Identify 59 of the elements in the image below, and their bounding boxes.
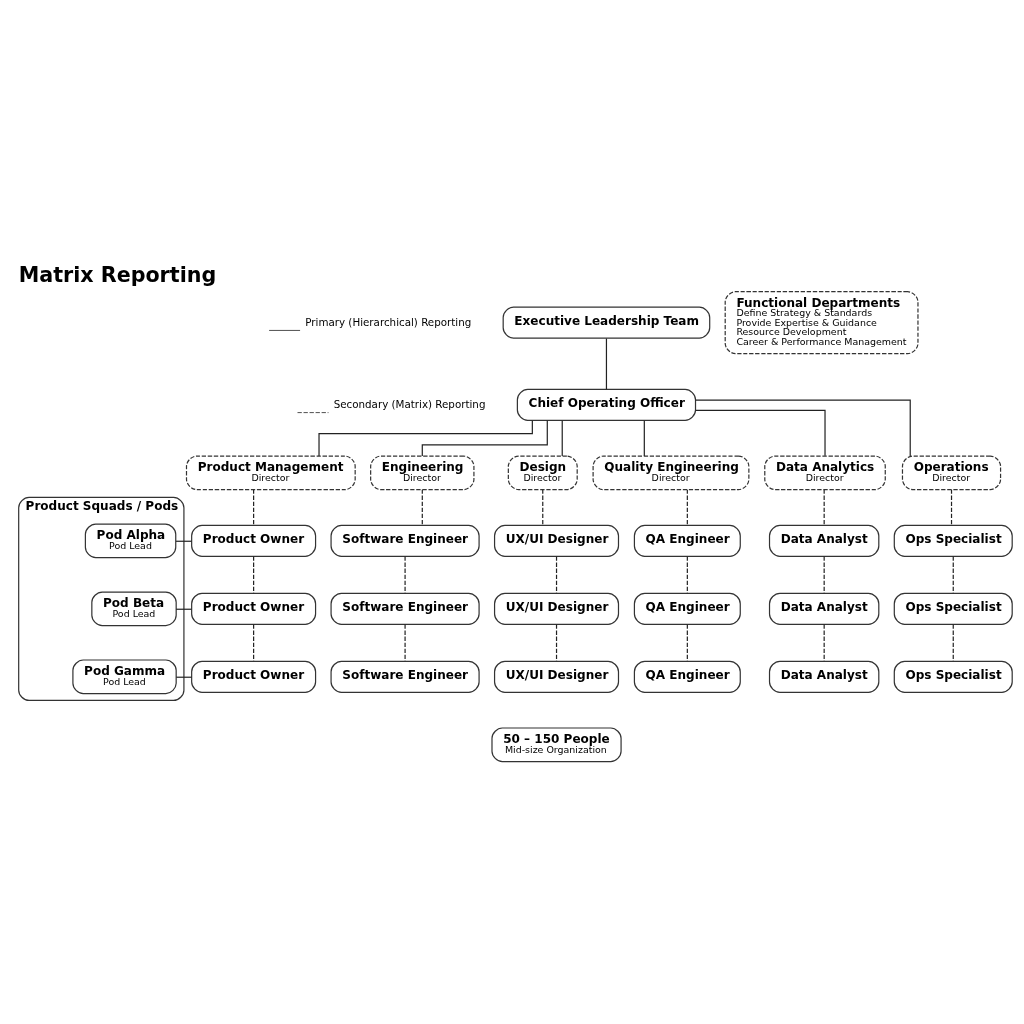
- node-box: Software Engineer: [330, 660, 480, 693]
- connector: [643, 420, 645, 457]
- connector: [694, 399, 911, 457]
- connector: [823, 624, 825, 662]
- node-box: Software Engineer: [330, 524, 480, 557]
- node-box: Pod Alpha Pod Lead: [84, 523, 177, 559]
- connector: [686, 624, 688, 662]
- diagram-title: Matrix Reporting: [18, 262, 217, 287]
- node-box: Chief Operating Officer: [516, 388, 697, 421]
- connector: [253, 489, 255, 526]
- connector: [253, 556, 255, 594]
- connector: [823, 489, 825, 526]
- node-box: UX/UI Designer: [493, 660, 620, 693]
- connector: [950, 489, 953, 526]
- node-box: Pod Gamma Pod Lead: [72, 659, 177, 695]
- legend-label: Primary (Hierarchical) Reporting: [305, 315, 472, 328]
- connector: [561, 420, 563, 457]
- node-box: QA Engineer: [633, 524, 741, 557]
- connector: [686, 556, 688, 594]
- connector: [404, 556, 406, 594]
- node-box: Product Owner: [191, 524, 317, 557]
- node-box: Product Owner: [191, 592, 317, 625]
- node-box: Data Analyst: [768, 592, 880, 625]
- node-box: Product Management Director: [185, 455, 356, 491]
- node-box: Software Engineer: [330, 592, 480, 625]
- node-box: Pod Beta Pod Lead: [91, 591, 177, 627]
- node-box: Quality Engineering Director: [592, 455, 750, 491]
- connector: [823, 556, 825, 594]
- node-box: UX/UI Designer: [493, 524, 620, 557]
- connector: [686, 489, 688, 526]
- node-box: QA Engineer: [633, 592, 741, 625]
- legend-label: Secondary (Matrix) Reporting: [333, 397, 486, 410]
- node-box: Product Owner: [191, 660, 317, 693]
- connector: [952, 556, 954, 594]
- connector: [555, 556, 558, 594]
- node-box: Executive Leadership Team: [502, 306, 711, 339]
- node-box: Ops Specialist: [893, 524, 1013, 557]
- node-box: Functional Departments Define Strategy & Standards Provide Expertise & Guidance Resource Development Career & Performance Management: [724, 291, 919, 355]
- connector: [605, 337, 608, 390]
- connector: [253, 624, 255, 662]
- node-box: 50 – 150 People Mid-size Organization: [491, 727, 622, 763]
- node-box: Ops Specialist: [893, 592, 1013, 625]
- connector: [542, 489, 544, 526]
- node-box: Data Analyst: [768, 660, 880, 693]
- connector: [695, 409, 826, 457]
- connector: [952, 624, 954, 662]
- connector: [318, 420, 533, 457]
- node-box: Ops Specialist: [893, 660, 1013, 693]
- node-box: Engineering Director: [370, 455, 475, 491]
- node-box: Operations Director: [901, 455, 1002, 491]
- connector: [555, 624, 558, 662]
- node-box: Data Analyst: [768, 524, 880, 557]
- node-box: QA Engineer: [633, 660, 741, 693]
- node-box: UX/UI Designer: [493, 592, 620, 625]
- node-box: Data Analytics Director: [764, 455, 886, 491]
- node-box: Design Director: [507, 455, 578, 491]
- connector: [421, 489, 423, 526]
- connector: [421, 419, 548, 457]
- connector: [404, 624, 406, 662]
